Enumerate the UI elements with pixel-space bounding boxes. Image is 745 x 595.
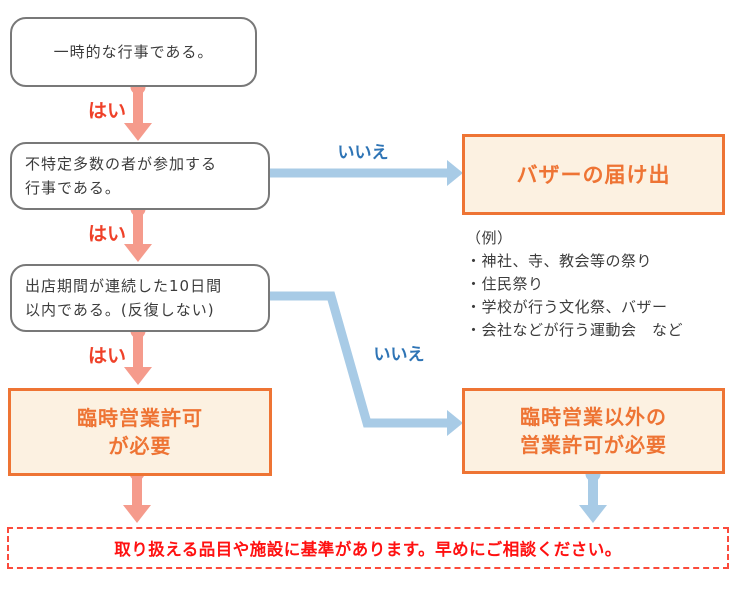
yes-label-3: はい <box>87 345 126 367</box>
temp-permit-line2: が必要 <box>108 434 172 458</box>
flow-node-q2: 不特定多数の者が参加する 行事である。 <box>10 142 270 210</box>
other-permit-down-arrow-icon <box>579 466 607 523</box>
yes-label-1: はい <box>87 100 126 122</box>
examples-item-3: ・学校が行う文化祭、バザー <box>466 298 668 316</box>
notice-banner: 取り扱える品目や施設に基準があります。早めにご相談ください。 <box>7 527 729 569</box>
q1-text: 一時的な行事である。 <box>53 43 214 61</box>
examples-item-1: ・神社、寺、教会等の祭り <box>466 252 653 270</box>
other-permit-line1: 臨時営業以外の <box>520 405 667 429</box>
other-permit-line2: 営業許可が必要 <box>520 433 667 457</box>
yes-arrow-3-icon <box>124 323 152 385</box>
yes-arrow-1-icon <box>124 79 152 141</box>
examples-list: （例） ・神社、寺、教会等の祭り ・住民祭り ・学校が行う文化祭、バザー ・会社… <box>466 227 738 342</box>
no-label-2: いいえ <box>373 345 425 365</box>
flow-node-q3: 出店期間が連続した10日間 以内である。(反復しない) <box>10 264 270 332</box>
flow-node-temp-permit: 臨時営業許可 が必要 <box>8 388 272 476</box>
bazaar-text: バザーの届け出 <box>516 162 671 187</box>
flow-node-bazaar: バザーの届け出 <box>462 134 725 215</box>
flow-node-other-permit: 臨時営業以外の 営業許可が必要 <box>462 388 725 474</box>
no-arrow-1-icon <box>256 160 463 186</box>
temp-permit-line1: 臨時営業許可 <box>77 406 203 430</box>
q3-line2: 以内である。(反復しない) <box>25 301 215 319</box>
no-label-1: いいえ <box>337 143 389 163</box>
q3-line1: 出店期間が連続した10日間 <box>25 277 223 295</box>
notice-text: 取り扱える品目や施設に基準があります。早めにご相談ください。 <box>114 540 622 559</box>
yes-arrow-2-icon <box>124 201 152 262</box>
flow-node-q1: 一時的な行事である。 <box>10 17 257 87</box>
q2-line2: 行事である。 <box>25 179 121 197</box>
examples-item-2: ・住民祭り <box>466 275 544 293</box>
examples-item-4: ・会社などが行う運動会 など <box>466 321 684 339</box>
q2-line1: 不特定多数の者が参加する <box>25 155 218 173</box>
yes-label-2: はい <box>87 223 126 245</box>
examples-heading: （例） <box>466 229 513 247</box>
